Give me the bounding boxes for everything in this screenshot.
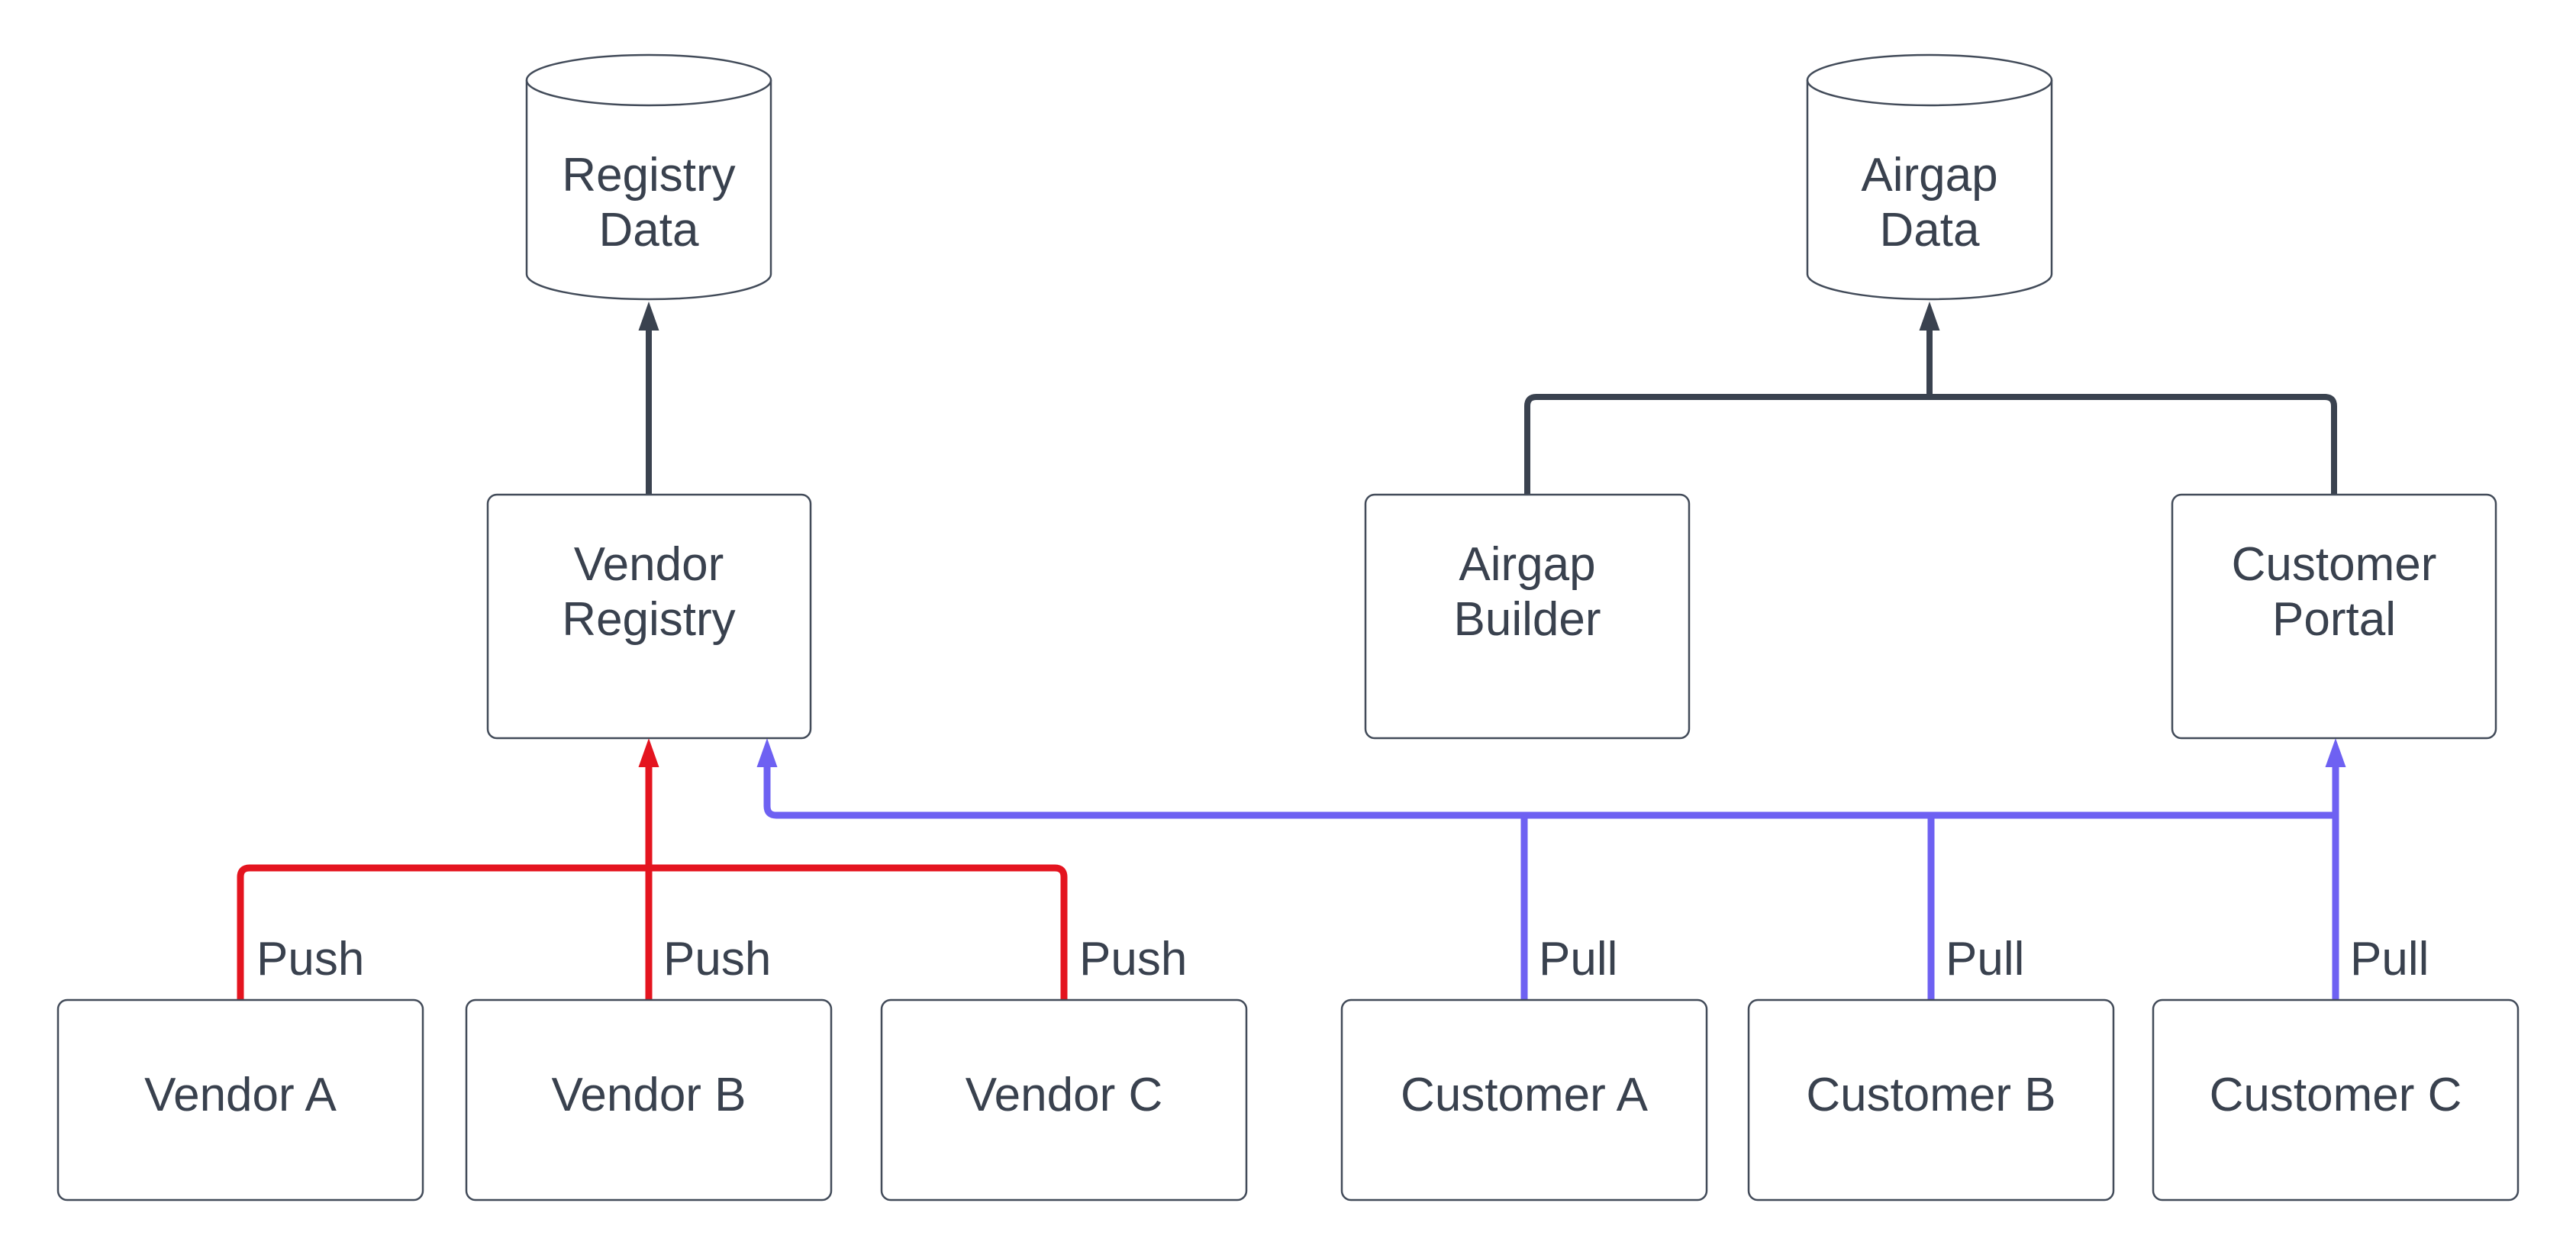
airgap-builder-label-line1: Airgap	[1459, 538, 1595, 591]
airgap-data-label-line2: Data	[1880, 204, 1980, 256]
edge-label-pull-customer-a: Pull	[1539, 933, 1617, 985]
pull-edges	[763, 767, 2339, 1000]
edge-label-pull-customer-c: Pull	[2350, 933, 2429, 985]
airgap-data-cylinder-body	[1806, 80, 2053, 301]
arrowhead-pull-into-vendor-registry	[756, 738, 778, 767]
arrowhead-pull-into-customer-portal	[2325, 738, 2346, 767]
edge-label-push-vendor-b: Push	[663, 933, 771, 985]
registry-data-label-line1: Registry	[562, 149, 735, 202]
vendor-c-label: Vendor C	[966, 1069, 1163, 1121]
vendor-b-label: Vendor B	[551, 1069, 746, 1121]
edge-label-pull-customer-b: Pull	[1946, 933, 2024, 985]
node-vendor-registry	[486, 493, 812, 740]
customer-a-label: Customer A	[1401, 1069, 1649, 1121]
node-vendor-a	[56, 998, 424, 1202]
airgap-builder-label-line2: Builder	[1454, 593, 1601, 646]
node-airgap-builder	[1364, 493, 1691, 740]
customer-portal-label-line2: Portal	[2272, 593, 2396, 646]
edge-label-push-vendor-c: Push	[1079, 933, 1187, 985]
customer-portal-label-line1: Customer	[2232, 538, 2437, 591]
node-customer-c	[2152, 998, 2520, 1202]
dark-arrowheads	[638, 302, 1940, 331]
edge-airgap-builder-portal-trunk	[1524, 394, 2337, 495]
registry-data-label-line2: Data	[599, 204, 699, 256]
registry-data-cylinder-body	[525, 80, 772, 301]
customer-c-label: Customer C	[2210, 1069, 2462, 1121]
arrowhead-push-into-vendor-registry	[638, 738, 659, 767]
arrowhead-into-registry-data	[638, 302, 659, 331]
edge-label-push-vendor-a: Push	[256, 933, 364, 985]
node-customer-b	[1747, 998, 2115, 1202]
edge-pull-bus-to-vendor-registry	[763, 767, 2336, 819]
node-vendor-b	[465, 998, 833, 1202]
pull-arrowheads	[756, 738, 2346, 767]
airgap-data-cylinder-top	[1806, 53, 2053, 107]
dark-edges	[646, 331, 2337, 495]
vendor-a-label: Vendor A	[144, 1069, 337, 1121]
customer-b-label: Customer B	[1806, 1069, 2055, 1121]
node-airgap-data	[1806, 53, 2053, 301]
arrowhead-into-airgap-data	[1919, 302, 1940, 331]
push-edges	[237, 767, 1068, 1000]
vendor-registry-label-line1: Vendor	[574, 538, 724, 591]
registry-data-cylinder-top	[525, 53, 772, 107]
labels: Registry Data Airgap Data Vendor Registr…	[144, 149, 2462, 1121]
node-customer-a	[1340, 998, 1708, 1202]
push-arrowheads	[638, 738, 659, 767]
vendor-registry-label-line2: Registry	[562, 593, 735, 646]
node-registry-data	[525, 53, 772, 301]
nodes	[56, 53, 2520, 1202]
node-vendor-c	[880, 998, 1248, 1202]
node-customer-portal	[2171, 493, 2497, 740]
airgap-data-label-line1: Airgap	[1861, 149, 1997, 202]
